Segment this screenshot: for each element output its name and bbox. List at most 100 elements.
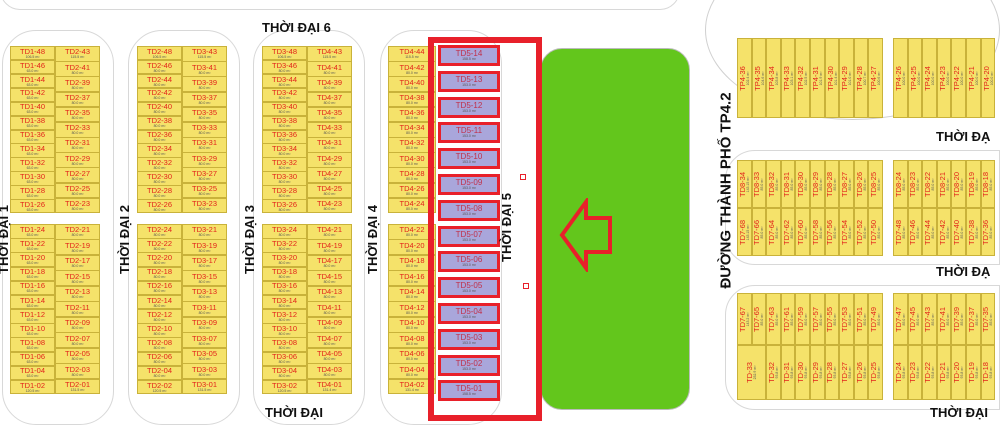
lot-td-30[interactable]: TD-3093.8 m² xyxy=(795,345,810,400)
lot-td2-46[interactable]: TD2-4680.0 m² xyxy=(137,59,182,75)
lot-td4-15[interactable]: TD4-1580.0 m² xyxy=(307,270,352,287)
lot-td1-08[interactable]: TD1-0863.0 m² xyxy=(10,337,55,352)
lot-td8-23[interactable]: TD8-2385.0 m² xyxy=(907,160,923,208)
lot-td1-40[interactable]: TD1-4063.0 m² xyxy=(10,101,55,117)
lot-td3-03[interactable]: TD3-0380.0 m² xyxy=(182,363,227,380)
lot-td1-30[interactable]: TD1-3063.0 m² xyxy=(10,171,55,186)
lot-td5-02[interactable]: TD5-02153.0 m² xyxy=(438,354,500,376)
lot-td2-29[interactable]: TD2-2980.0 m² xyxy=(55,152,100,168)
lot-td1-22[interactable]: TD1-2263.0 m² xyxy=(10,238,55,253)
lot-td4-35[interactable]: TD4-3580.0 m² xyxy=(307,106,352,123)
lot-td4-13[interactable]: TD4-1380.0 m² xyxy=(307,285,352,302)
lot-td4-22[interactable]: TD4-2280.0 m² xyxy=(388,224,436,240)
lot-td7-50[interactable]: TD7-5085.0 m² xyxy=(868,208,883,256)
lot-td5-07[interactable]: TD5-07153.0 m² xyxy=(438,225,500,247)
lot-tp4-31[interactable]: TP4-31101.9 m² xyxy=(810,38,825,118)
lot-td5-12[interactable]: TD5-12153.0 m² xyxy=(438,96,500,118)
lot-td2-42[interactable]: TD2-4280.0 m² xyxy=(137,87,182,103)
lot-td8-18[interactable]: TD8-1885.0 m² xyxy=(980,160,996,208)
lot-td3-17[interactable]: TD3-1780.0 m² xyxy=(182,254,227,271)
lot-td7-68[interactable]: TD7-68143.15 m² xyxy=(737,208,752,256)
lot-td7-62[interactable]: TD7-6285.0 m² xyxy=(780,208,796,256)
lot-tp4-22[interactable]: TP4-22100.0 m² xyxy=(951,38,966,118)
lot-td2-13[interactable]: TD2-1380.0 m² xyxy=(55,285,100,302)
lot-td2-40[interactable]: TD2-4080.0 m² xyxy=(137,101,182,117)
lot-td1-34[interactable]: TD1-3463.0 m² xyxy=(10,143,55,158)
lot-tp4-24[interactable]: TP4-24100.0 m² xyxy=(922,38,937,118)
lot-td7-46[interactable]: TD7-4685.0 m² xyxy=(907,208,923,256)
lot-td4-20[interactable]: TD4-2080.0 m² xyxy=(388,239,436,256)
lot-td-31[interactable]: TD-3193.8 m² xyxy=(780,345,796,400)
lot-td5-13[interactable]: TD5-13153.0 m² xyxy=(438,70,500,92)
lot-td2-23[interactable]: TD2-2380.0 m² xyxy=(55,197,100,214)
lot-td3-34[interactable]: TD3-3480.0 m² xyxy=(262,143,307,158)
lot-td4-44[interactable]: TD4-44115.5 m² xyxy=(388,46,436,62)
lot-td4-08[interactable]: TD4-0880.0 m² xyxy=(388,332,436,349)
lot-td8-24[interactable]: TD8-2485.0 m² xyxy=(893,160,908,208)
lot-td8-20[interactable]: TD8-2085.0 m² xyxy=(951,160,966,208)
lot-td1-02[interactable]: TD1-02120.5 m² xyxy=(10,379,55,395)
lot-td4-17[interactable]: TD4-1780.0 m² xyxy=(307,254,352,271)
lot-td4-05[interactable]: TD4-0580.0 m² xyxy=(307,347,352,364)
lot-td4-23[interactable]: TD4-2380.0 m² xyxy=(307,197,352,214)
lot-td8-29[interactable]: TD8-2985.0 m² xyxy=(810,160,825,208)
lot-td2-04[interactable]: TD2-0480.0 m² xyxy=(137,365,182,381)
lot-td2-19[interactable]: TD2-1980.0 m² xyxy=(55,239,100,256)
lot-td1-38[interactable]: TD1-3863.0 m² xyxy=(10,115,55,130)
lot-td7-65[interactable]: TD7-6585.0 m² xyxy=(751,293,767,345)
lot-td-19[interactable]: TD-1993.8 m² xyxy=(966,345,981,400)
lot-td8-32[interactable]: TD8-3285.0 m² xyxy=(766,160,781,208)
lot-td8-34[interactable]: TD8-34143.15 m² xyxy=(737,160,752,208)
lot-td3-21[interactable]: TD3-2180.0 m² xyxy=(182,224,227,240)
lot-td4-29[interactable]: TD4-2980.0 m² xyxy=(307,152,352,168)
lot-td-23[interactable]: TD-2393.8 m² xyxy=(907,345,923,400)
lot-td3-30[interactable]: TD3-3080.0 m² xyxy=(262,171,307,186)
lot-td3-33[interactable]: TD3-3380.0 m² xyxy=(182,121,227,138)
lot-td8-28[interactable]: TD8-2885.0 m² xyxy=(824,160,840,208)
lot-td3-42[interactable]: TD3-4280.0 m² xyxy=(262,87,307,103)
lot-td3-19[interactable]: TD3-1980.0 m² xyxy=(182,239,227,256)
lot-td2-27[interactable]: TD2-2780.0 m² xyxy=(55,167,100,184)
lot-td-25[interactable]: TD-2593.8 m² xyxy=(868,345,883,400)
lot-td2-08[interactable]: TD2-0880.0 m² xyxy=(137,337,182,352)
lot-td2-22[interactable]: TD2-2280.0 m² xyxy=(137,238,182,253)
lot-td1-42[interactable]: TD1-4263.0 m² xyxy=(10,87,55,103)
lot-td8-31[interactable]: TD8-3185.0 m² xyxy=(780,160,796,208)
lot-td4-07[interactable]: TD4-0780.0 m² xyxy=(307,332,352,349)
lot-td3-32[interactable]: TD3-3280.0 m² xyxy=(262,157,307,172)
lot-td3-05[interactable]: TD3-0580.0 m² xyxy=(182,347,227,364)
lot-td8-19[interactable]: TD8-1985.0 m² xyxy=(966,160,981,208)
lot-td7-36[interactable]: TD7-3685.0 m² xyxy=(980,208,996,256)
lot-td7-63[interactable]: TD7-6385.0 m² xyxy=(766,293,781,345)
lot-td2-36[interactable]: TD2-3680.0 m² xyxy=(137,129,182,144)
lot-td7-66[interactable]: TD7-6685.0 m² xyxy=(751,208,767,256)
lot-td7-52[interactable]: TD7-5285.0 m² xyxy=(853,208,869,256)
lot-td7-35[interactable]: TD7-3585.0 m² xyxy=(980,293,996,345)
lot-td2-07[interactable]: TD2-0780.0 m² xyxy=(55,332,100,349)
lot-td2-44[interactable]: TD2-4480.0 m² xyxy=(137,73,182,89)
lot-td-21[interactable]: TD-2193.8 m² xyxy=(936,345,952,400)
lot-td3-24[interactable]: TD3-2480.0 m² xyxy=(262,224,307,239)
lot-td-27[interactable]: TD-2793.8 m² xyxy=(839,345,854,400)
lot-td7-59[interactable]: TD7-5985.0 m² xyxy=(795,293,810,345)
lot-tp4-28[interactable]: TP4-28100.7 m² xyxy=(853,38,869,118)
lot-td3-29[interactable]: TD3-2980.0 m² xyxy=(182,152,227,168)
lot-td8-25[interactable]: TD8-2585.0 m² xyxy=(868,160,883,208)
lot-td3-40[interactable]: TD3-4080.0 m² xyxy=(262,101,307,117)
lot-td3-28[interactable]: TD3-2880.0 m² xyxy=(262,185,307,200)
lot-td7-37[interactable]: TD7-3785.0 m² xyxy=(966,293,981,345)
lot-td-26[interactable]: TD-2693.8 m² xyxy=(853,345,869,400)
lot-td1-16[interactable]: TD1-1663.0 m² xyxy=(10,280,55,296)
lot-td3-16[interactable]: TD3-1680.0 m² xyxy=(262,280,307,296)
lot-td1-14[interactable]: TD1-1463.0 m² xyxy=(10,294,55,310)
lot-td3-12[interactable]: TD3-1280.0 m² xyxy=(262,309,307,324)
lot-td3-20[interactable]: TD3-2080.0 m² xyxy=(262,252,307,267)
lot-td2-02[interactable]: TD2-02120.5 m² xyxy=(137,379,182,395)
lot-td2-48[interactable]: TD2-48106.5 m² xyxy=(137,46,182,61)
lot-td4-25[interactable]: TD4-2580.0 m² xyxy=(307,182,352,199)
lot-td3-25[interactable]: TD3-2580.0 m² xyxy=(182,182,227,199)
lot-td2-16[interactable]: TD2-1680.0 m² xyxy=(137,280,182,296)
lot-td2-24[interactable]: TD2-2480.0 m² xyxy=(137,224,182,239)
lot-td7-42[interactable]: TD7-4285.0 m² xyxy=(936,208,952,256)
lot-td7-67[interactable]: TD7-67143.2 m² xyxy=(737,293,752,345)
